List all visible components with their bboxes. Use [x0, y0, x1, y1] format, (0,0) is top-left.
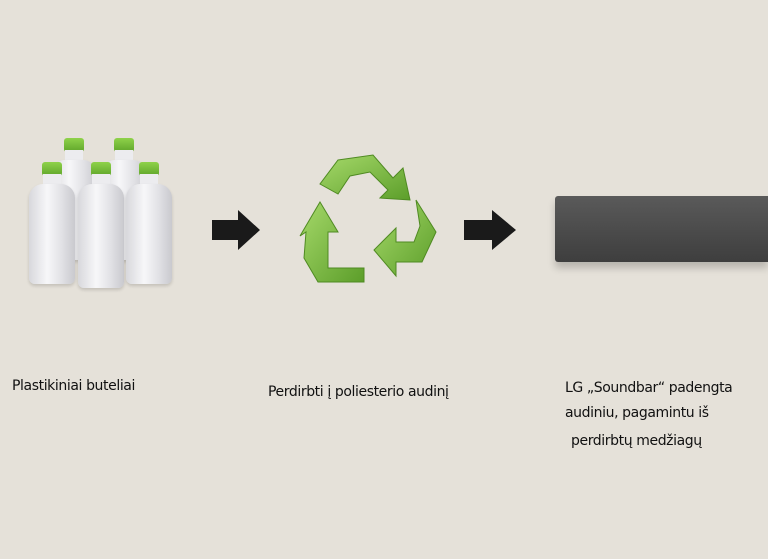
step-label-soundbar: LG „Soundbar“ padengta audiniu, pagamint…: [565, 376, 733, 454]
label-line: perdirbtų medžiagų: [571, 433, 702, 449]
soundbar-image: [555, 196, 768, 262]
step-label-bottles: Plastikiniai buteliai: [12, 378, 135, 394]
arrow-icon: [464, 210, 516, 250]
plastic-bottles-image: [25, 130, 185, 290]
label-line: LG „Soundbar“ padengta: [565, 380, 733, 396]
step-label-recycle: Perdirbti į poliesterio audinį: [268, 384, 449, 400]
recycle-icon: [299, 154, 437, 283]
arrow-icon: [212, 210, 260, 250]
label-line: audiniu, pagamintu iš: [565, 405, 709, 421]
